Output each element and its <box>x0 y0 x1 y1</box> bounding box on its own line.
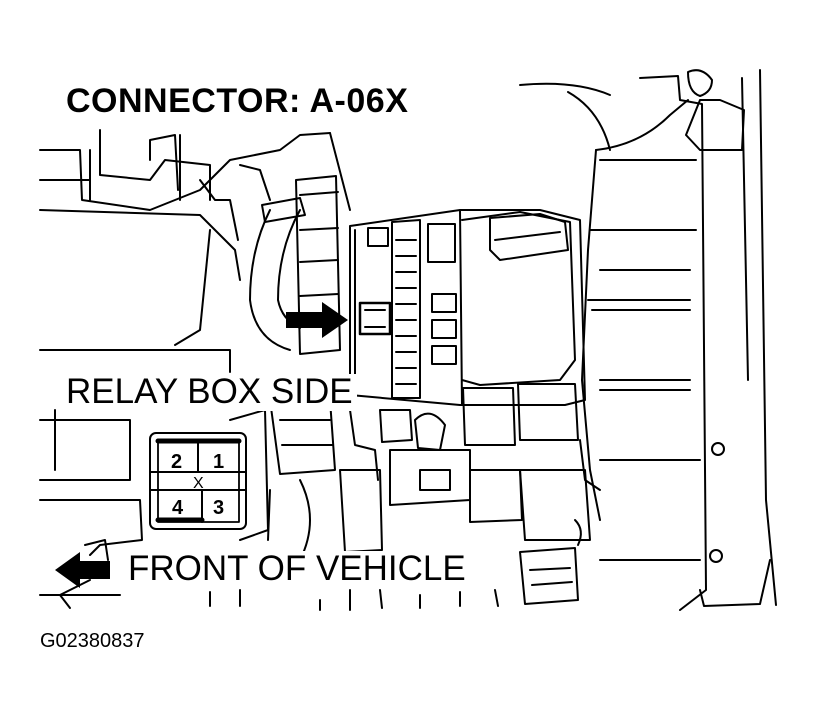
front-direction-arrow-icon <box>55 552 110 588</box>
pin-2-label: 2 <box>171 451 182 473</box>
body-panel <box>519 69 777 611</box>
pin-1-label: 1 <box>213 451 224 473</box>
pin-4-label: 4 <box>172 497 184 519</box>
figure-id: G02380837 <box>40 630 145 652</box>
pointer-arrow-icon <box>286 302 348 338</box>
connector-face: 2 1 X 4 3 <box>149 432 247 530</box>
pin-3-label: 3 <box>213 497 224 519</box>
connector-title: CONNECTOR: A-06X <box>66 82 409 120</box>
pin-center-mark: X <box>193 475 204 492</box>
lower-components <box>209 399 591 611</box>
left-structure <box>39 349 269 609</box>
relay-box-side-label: RELAY BOX SIDE <box>64 374 357 411</box>
upper-left-components <box>39 129 351 355</box>
relay-box <box>349 209 601 491</box>
front-of-vehicle-label: FRONT OF VEHICLE <box>124 551 470 588</box>
